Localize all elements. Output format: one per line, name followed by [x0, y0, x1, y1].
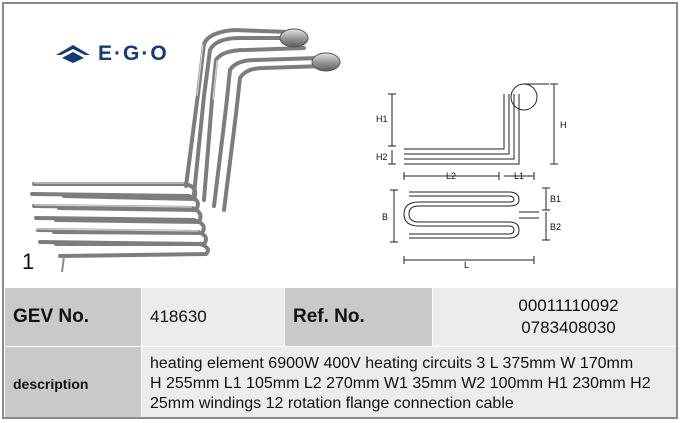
brand-logo: E·G·O	[54, 42, 169, 66]
description-line: 25mm windings 12 rotation flange connect…	[150, 395, 514, 412]
description-value: heating element 6900W 400V heating circu…	[141, 346, 676, 417]
ref-label: Ref. No.	[284, 287, 433, 347]
gev-value: 418630	[141, 287, 285, 347]
label-b2: B2	[550, 222, 561, 232]
description-line: H 255mm L1 105mm L2 270mm W1 35mm W2 100…	[150, 375, 651, 392]
label-h1: H1	[376, 114, 388, 124]
label-b1: B1	[550, 194, 561, 204]
figure-index: 1	[22, 249, 35, 274]
label-l1: L1	[514, 171, 524, 181]
product-sheet: E·G·O 1	[2, 2, 678, 419]
ref-value-1: 00011110092	[518, 296, 619, 315]
brand-name: E·G·O	[98, 42, 169, 65]
ego-chevron-logo-icon	[56, 45, 90, 63]
ref-values: 00011110092 0783408030	[432, 287, 676, 347]
description-line: heating element 6900W 400V heating circu…	[150, 355, 634, 372]
gev-label: GEV No.	[4, 287, 142, 347]
label-b: B	[382, 212, 388, 222]
label-l2: L2	[446, 171, 456, 181]
heating-element-photo	[30, 27, 341, 273]
table-row: GEV No. 418630 Ref. No. 00011110092 0783…	[4, 287, 676, 347]
label-h: H	[560, 120, 567, 130]
label-l: L	[464, 260, 469, 270]
description-label: description	[4, 346, 142, 417]
spec-table: GEV No. 418630 Ref. No. 00011110092 0783…	[4, 287, 676, 417]
ref-value-2: 0783408030	[521, 318, 616, 337]
dimension-drawing: H1 H2 H L2 L1 B1 B B2 L	[376, 83, 567, 270]
table-row: description heating element 6900W 400V h…	[4, 346, 676, 417]
figure-area: E·G·O 1	[4, 4, 676, 287]
label-h2: H2	[376, 152, 388, 162]
